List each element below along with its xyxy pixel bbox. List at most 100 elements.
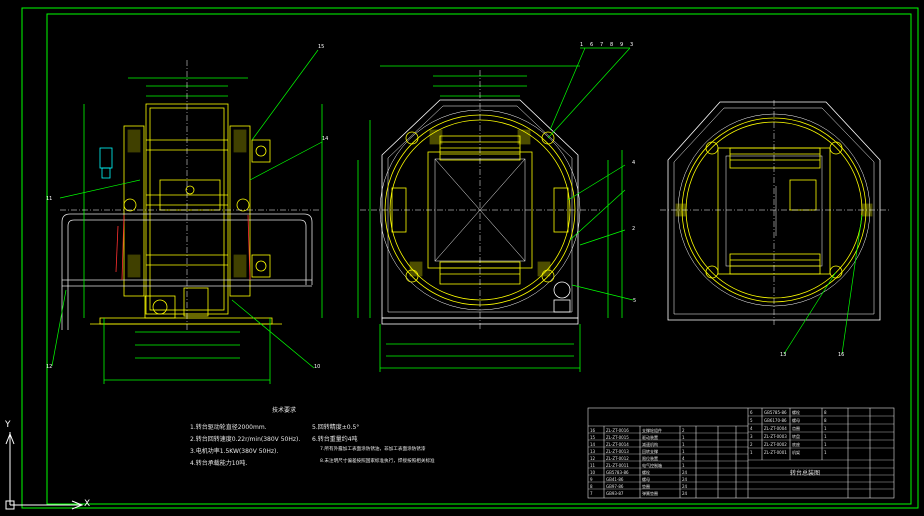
tb-cell: 10: [590, 470, 596, 475]
drawing-title: 转台总装图: [790, 470, 821, 477]
tb-cell: 垫圈: [642, 484, 650, 489]
tb-cell: 电气控制箱: [642, 463, 662, 468]
plan-view: [660, 100, 890, 325]
tb-cell: 8: [824, 410, 827, 415]
tb-cell: 限位装置: [642, 456, 658, 461]
callout-label: 9: [620, 42, 624, 48]
tb-cell: 回转支撑: [642, 449, 658, 454]
tb-cell: 底座: [792, 442, 800, 447]
title-block-rows: [588, 415, 894, 490]
tb-cell: 14: [590, 442, 596, 447]
leader-lines: [51, 47, 863, 369]
tb-cell: GB5785-86: [764, 410, 787, 415]
tb-cell: ZL-ZT-0001: [764, 450, 787, 455]
callout-label: 6: [590, 42, 594, 48]
tb-cell: 驱动装置: [642, 435, 658, 440]
ucs-y-label: Y: [5, 420, 11, 430]
tb-cell: 螺母: [642, 477, 650, 482]
notes-title: 技术要求: [272, 407, 297, 414]
tb-cell: ZL-ZT-0012: [606, 456, 629, 461]
tb-cell: 1: [824, 442, 827, 447]
note-item: 3.电机功率1.5KW(380V 50Hz).: [190, 448, 279, 455]
tb-cell: ZL-ZT-0004: [764, 426, 787, 431]
tb-cell: ZL-ZT-0014: [606, 442, 629, 447]
tb-cell: ZL-ZT-0015: [606, 435, 629, 440]
tb-cell: GB41-86: [606, 477, 624, 482]
tb-cell: GB5783-86: [606, 470, 629, 475]
tb-cell: 弹簧垫圈: [642, 491, 658, 496]
callout-label: 10: [314, 364, 321, 370]
tb-cell: 2: [682, 428, 685, 433]
ucs-x-label: X: [84, 499, 91, 509]
tb-cell: 3: [750, 434, 753, 439]
tb-cell: 1: [682, 463, 685, 468]
note-item: 5.回转精度±0.5°: [312, 424, 360, 431]
tb-cell: 1: [824, 450, 827, 455]
callout-label: 3: [630, 42, 634, 48]
tb-cell: 支撑轮组件: [642, 428, 662, 433]
tb-cell: ZL-ZT-0013: [606, 449, 629, 454]
tb-cell: GB93-87: [606, 491, 624, 496]
tb-cell: 螺母: [792, 418, 800, 423]
tb-cell: 8: [590, 484, 593, 489]
tb-cell: GB6170-86: [764, 418, 787, 423]
tb-cell: ZL-ZT-0003: [764, 434, 787, 439]
tb-cell: 15: [590, 435, 596, 440]
tb-cell: 机架: [792, 450, 800, 455]
callout-label: 12: [46, 364, 53, 370]
tb-cell: 1: [682, 442, 685, 447]
tb-cell: GB97-86: [606, 484, 624, 489]
tb-cell: 24: [682, 484, 688, 489]
tb-cell: 6: [750, 410, 753, 415]
tb-cell: 9: [590, 477, 593, 482]
inner-border: [46, 13, 912, 505]
tb-cell: 1: [824, 426, 827, 431]
tb-cell: 8: [824, 418, 827, 423]
tb-cell: ZL-ZT-0002: [764, 442, 787, 447]
tb-cell: 11: [590, 463, 596, 468]
callout-label: 15: [318, 44, 325, 50]
tb-cell: 12: [590, 456, 596, 461]
tb-cell: 转盘: [792, 434, 800, 439]
title-block: [587, 407, 895, 499]
tb-cell: 4: [682, 456, 685, 461]
tb-cell: 1: [750, 450, 753, 455]
tb-cell: 螺栓: [792, 410, 800, 415]
note-item: 8.未注明尺寸偏差按照国家标准执行，焊接按照相关标准: [320, 459, 435, 464]
tb-cell: 1: [682, 435, 685, 440]
outer-border: [21, 7, 919, 509]
tb-cell: 5: [750, 418, 753, 423]
side-view: [60, 60, 323, 384]
callout-label: 8: [610, 42, 614, 48]
tb-cell: 16: [590, 428, 596, 433]
note-item: 1.转台驱动轮直径2000mm.: [190, 424, 267, 431]
tb-cell: ZL-ZT-0011: [606, 463, 629, 468]
tb-cell: 1: [682, 449, 685, 454]
tb-cell: 24: [682, 477, 688, 482]
note-item: 2.转台回转速度0.22r/min(380V 50Hz).: [190, 436, 301, 443]
callout-label: 16: [838, 352, 845, 358]
tb-cell: 1: [824, 434, 827, 439]
tb-cell: 24: [682, 470, 688, 475]
callout-label: 1: [580, 42, 584, 48]
tb-cell: 2: [750, 442, 753, 447]
tb-cell: 4: [750, 426, 753, 431]
front-view: [357, 65, 623, 372]
tb-cell: 减速机构: [642, 442, 658, 447]
tb-cell: 齿圈: [792, 426, 800, 431]
tb-cell: 24: [682, 491, 688, 496]
note-item: 6.转台重量约4吨: [312, 436, 358, 443]
note-item: 4.转台承载能力10吨.: [190, 460, 248, 467]
ucs-icon: [5, 432, 84, 510]
note-item: 7.所有外露加工表面涂防锈油，非加工表面涂防锈漆: [320, 447, 426, 452]
callout-label: 7: [600, 42, 604, 48]
tb-cell: 7: [590, 491, 593, 496]
tb-cell: 螺栓: [642, 470, 650, 475]
tb-cell: ZL-ZT-0016: [606, 428, 629, 433]
callout-label: 2: [632, 226, 636, 232]
callout-label: 11: [46, 196, 53, 202]
callout-label: 4: [632, 160, 636, 166]
callout-label: 13: [780, 352, 787, 358]
